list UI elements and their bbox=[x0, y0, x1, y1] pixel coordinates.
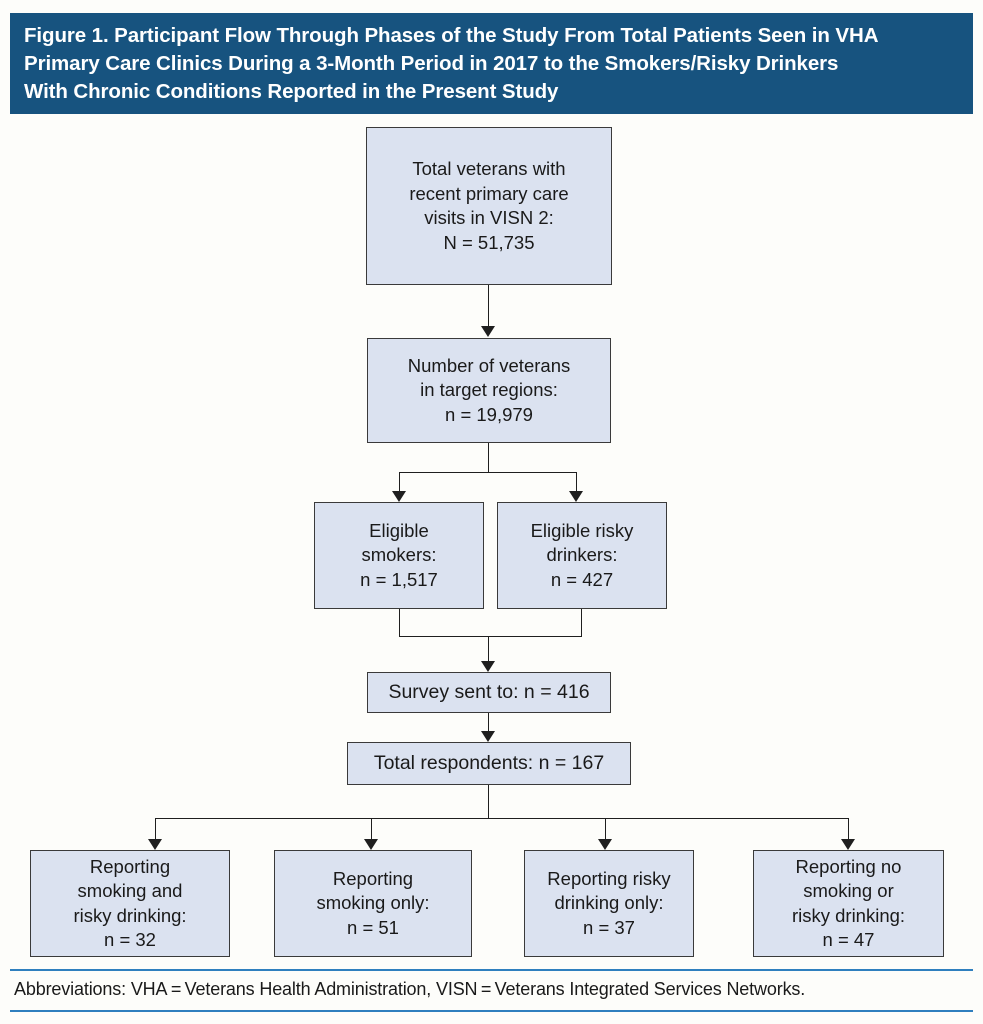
arrowhead-to-total-respondents bbox=[481, 731, 495, 742]
edge-to-risky-drinking-only bbox=[605, 818, 606, 839]
footer-divider-top bbox=[10, 969, 973, 971]
edge-total-respondents-stem bbox=[488, 785, 489, 818]
node-total-respondents: Total respondents: n = 167 bbox=[347, 742, 631, 785]
edge-to-no-smoking-or-risky-drinking bbox=[848, 818, 849, 839]
edge-to-smoking-only bbox=[371, 818, 372, 839]
page-title: Figure 1. Participant Flow Through Phase… bbox=[24, 24, 879, 103]
edge-total-veterans-to-target-regions bbox=[488, 285, 489, 326]
node-eligible-smokers: Eligible smokers: n = 1,517 bbox=[314, 502, 484, 609]
node-smoking-and-risky-drinking: Reporting smoking and risky drinking: n … bbox=[30, 850, 230, 957]
edge-merge-to-survey-sent bbox=[488, 636, 489, 661]
arrowhead-to-risky-drinking-only bbox=[598, 839, 612, 850]
edge-to-smoking-and-risky-drinking bbox=[155, 818, 156, 839]
node-risky-drinking-only: Reporting risky drinking only: n = 37 bbox=[524, 850, 694, 957]
edge-target-regions-to-eligible-smokers bbox=[399, 472, 400, 491]
edge-eligible-merge-bar bbox=[399, 636, 582, 637]
edge-target-regions-to-eligible-risky-drinkers bbox=[576, 472, 577, 491]
arrowhead-to-survey-sent bbox=[481, 661, 495, 672]
figure-title-banner: Figure 1. Participant Flow Through Phase… bbox=[10, 13, 973, 114]
arrowhead-to-smoking-and-risky-drinking bbox=[148, 839, 162, 850]
node-smoking-only: Reporting smoking only: n = 51 bbox=[274, 850, 472, 957]
arrowhead-to-eligible-smokers bbox=[392, 491, 406, 502]
node-target-regions: Number of veterans in target regions: n … bbox=[367, 338, 611, 443]
edge-target-regions-stem bbox=[488, 443, 489, 472]
edge-outcomes-split-bar bbox=[155, 818, 849, 819]
edge-target-regions-split-bar bbox=[399, 472, 576, 473]
edge-eligible-smokers-stem bbox=[399, 609, 400, 636]
arrowhead-to-eligible-risky-drinkers bbox=[569, 491, 583, 502]
figure-footnote: Abbreviations: VHA = Veterans Health Adm… bbox=[14, 979, 806, 999]
footer-divider-bottom bbox=[10, 1010, 973, 1012]
node-no-smoking-or-risky-drinking: Reporting no smoking or risky drinking: … bbox=[753, 850, 944, 957]
node-total-veterans: Total veterans with recent primary care … bbox=[366, 127, 612, 285]
edge-survey-sent-to-total-respondents bbox=[488, 713, 489, 731]
arrowhead-to-no-smoking-or-risky-drinking bbox=[841, 839, 855, 850]
node-eligible-risky-drinkers: Eligible risky drinkers: n = 427 bbox=[497, 502, 667, 609]
arrowhead-to-target-regions bbox=[481, 326, 495, 337]
node-survey-sent: Survey sent to: n = 416 bbox=[367, 672, 611, 713]
edge-eligible-risky-drinkers-stem bbox=[581, 609, 582, 636]
arrowhead-to-smoking-only bbox=[364, 839, 378, 850]
